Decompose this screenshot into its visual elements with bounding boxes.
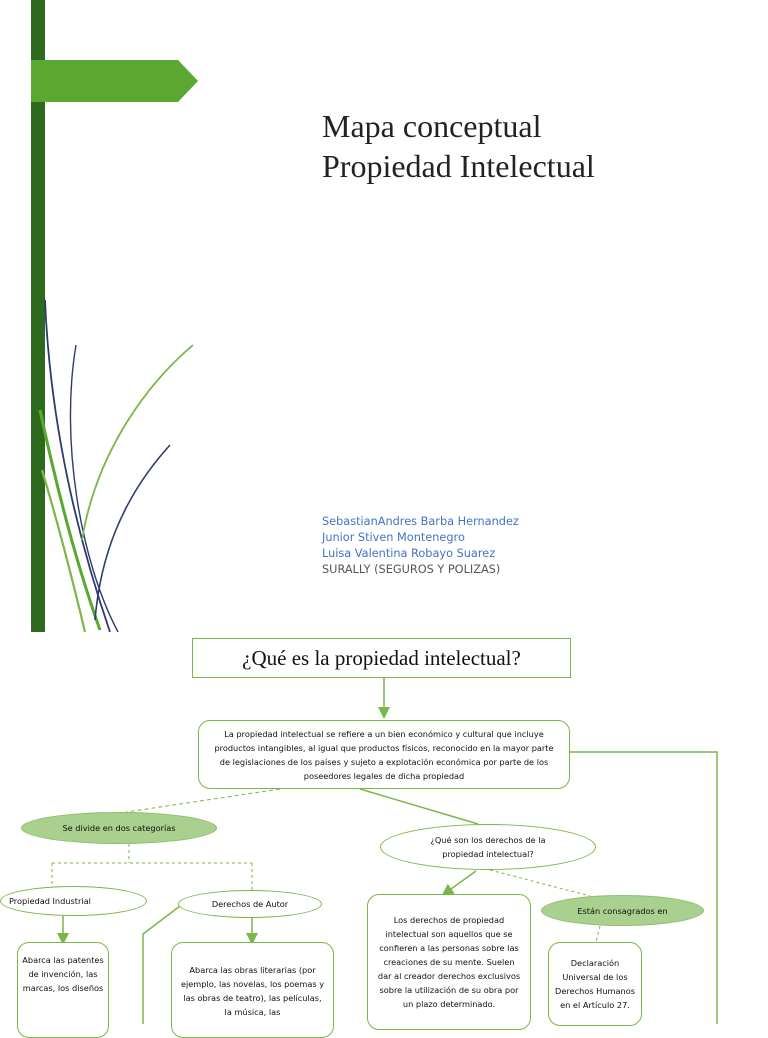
declaracion-text: Declaración Universal de los Derechos Hu… — [555, 958, 635, 1010]
company-name: SURALLY (SEGUROS Y POLIZAS) — [322, 563, 501, 576]
question-box: ¿Qué es la propiedad intelectual? — [192, 638, 571, 678]
decorative-ornament — [31, 0, 198, 633]
divide-categories-ellipse: Se divide en dos categorías — [21, 812, 217, 844]
consagrados-text: Están consagrados en — [577, 905, 668, 916]
propiedad-industrial-text: Propiedad Industrial — [9, 896, 91, 906]
connector-definition-derechos — [359, 788, 479, 825]
declaracion-box: Declaración Universal de los Derechos Hu… — [548, 942, 642, 1026]
author-name: SebastianAndres Barba Hernandez — [322, 515, 519, 528]
connector-definition-right — [570, 751, 718, 1024]
connector-derechos-desc — [441, 870, 477, 896]
grass-blade-5 — [94, 444, 171, 621]
title-line-1: Mapa conceptual — [322, 108, 542, 144]
consagrados-ellipse: Están consagrados en — [541, 895, 704, 926]
grass-blade-1 — [38, 409, 102, 631]
vertical-green-bar — [31, 0, 45, 632]
grass-blade-4 — [81, 344, 194, 541]
document-title: Mapa conceptual Propiedad Intelectual — [322, 106, 595, 186]
author-name: Luisa Valentina Robayo Suarez — [322, 547, 496, 560]
connector-lines — [51, 676, 718, 1024]
connector-definition-divide — [119, 788, 281, 814]
grass-blade-6 — [40, 469, 87, 633]
propiedad-industrial-ellipse: Propiedad Industrial — [0, 886, 147, 916]
concept-map: ¿Qué es la propiedad intelectual? La pro… — [0, 628, 768, 1038]
divide-categories-text: Se divide en dos categorías — [62, 823, 176, 833]
derechos-question-ellipse: ¿Qué son los derechos de la propiedad in… — [380, 824, 596, 870]
definition-box: La propiedad intelectual se refiere a un… — [198, 720, 570, 789]
connector-derechos-consagrados — [489, 869, 591, 897]
grass-blade-3 — [69, 344, 119, 633]
title-line-2: Propiedad Intelectual — [322, 148, 595, 184]
green-arrow-banner — [31, 60, 198, 102]
connector-autor-left — [142, 905, 181, 1024]
author-name: Junior Stiven Montenegro — [322, 531, 465, 544]
industrial-desc-text: Abarca las patentes de invención, las ma… — [22, 955, 104, 993]
derechos-question-text: ¿Qué son los derechos de la propiedad in… — [430, 835, 546, 859]
definition-text: La propiedad intelectual se refiere a un… — [214, 728, 554, 781]
authors-block: SebastianAndres Barba Hernandez Junior S… — [322, 514, 519, 578]
derechos-desc-box: Los derechos de propiedad intelectual so… — [367, 894, 531, 1030]
connector-consagrados-declaracion — [595, 925, 601, 943]
autor-desc-text: Abarca las obras literarias (por ejemplo… — [180, 965, 325, 1017]
derechos-desc-text: Los derechos de propiedad intelectual so… — [377, 915, 521, 1009]
derechos-autor-text: Derechos de Autor — [211, 899, 289, 909]
derechos-autor-ellipse: Derechos de Autor — [178, 890, 322, 918]
autor-desc-box: Abarca las obras literarias (por ejemplo… — [171, 942, 334, 1038]
grass-blade-2 — [44, 299, 111, 633]
question-text: ¿Qué es la propiedad intelectual? — [242, 645, 521, 670]
